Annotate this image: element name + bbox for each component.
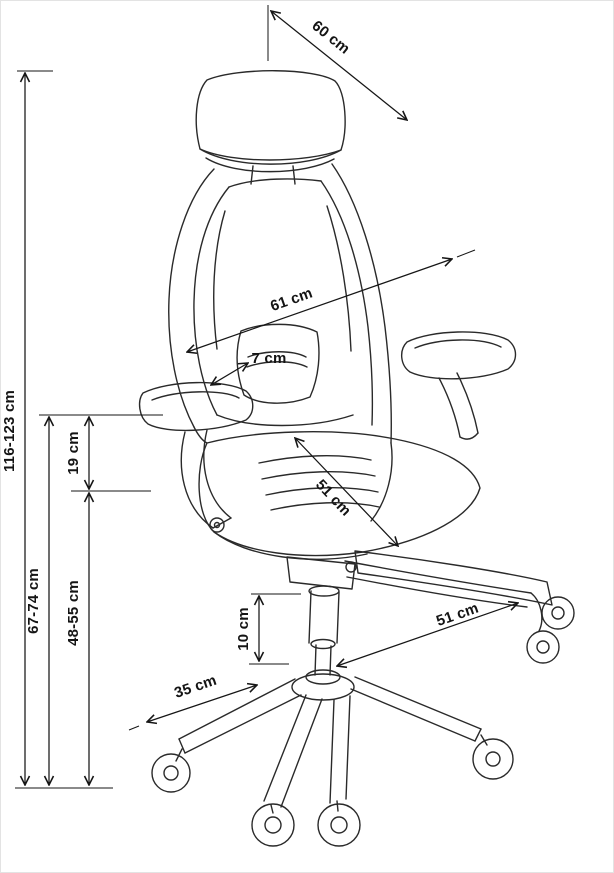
dim-seat-depth: 51 cm — [295, 438, 398, 546]
dim-label-seat-height: 48-55 cm — [65, 580, 82, 646]
dimension-annotations: 60 cm 116-123 cm 61 cm 7 cm 19 cm — [1, 5, 518, 789]
dim-base-front: 35 cm — [128, 672, 257, 731]
armrest-right — [401, 331, 517, 440]
dim-label-footrest-length: 51 cm — [434, 600, 481, 630]
armrest-left — [138, 381, 254, 533]
dim-seat-height: 48-55 cm — [15, 493, 113, 789]
dim-label-armrest-to-seat: 19 cm — [65, 431, 82, 475]
dim-total-height: 116-123 cm — [1, 70, 53, 785]
gas-lift — [286, 556, 356, 701]
dim-footrest-length: 51 cm — [337, 600, 518, 666]
dim-lift-range: 10 cm — [235, 593, 301, 665]
headrest — [195, 70, 346, 185]
dim-label-backrest-width: 61 cm — [268, 285, 315, 315]
dim-backrest-width: 61 cm — [187, 249, 476, 352]
dim-label-armrest-height: 67-74 cm — [25, 568, 42, 634]
dim-label-base-front: 35 cm — [172, 672, 219, 702]
chair-drawing — [138, 70, 575, 847]
backrest — [168, 163, 393, 522]
dim-armrest-to-seat: 19 cm — [39, 414, 163, 492]
dim-headrest-depth: 60 cm — [267, 5, 407, 120]
dim-label-seat-depth: 51 cm — [312, 476, 354, 519]
dim-label-lift-range: 10 cm — [235, 607, 252, 651]
dim-label-lumbar-slot: 7 cm — [252, 350, 287, 367]
dim-lumbar-slot: 7 cm — [211, 350, 287, 385]
casters — [151, 734, 514, 847]
dim-label-headrest-depth: 60 cm — [309, 17, 354, 58]
dim-label-total-height: 116-123 cm — [1, 390, 18, 472]
dim-armrest-height: 67-74 cm — [25, 417, 49, 785]
